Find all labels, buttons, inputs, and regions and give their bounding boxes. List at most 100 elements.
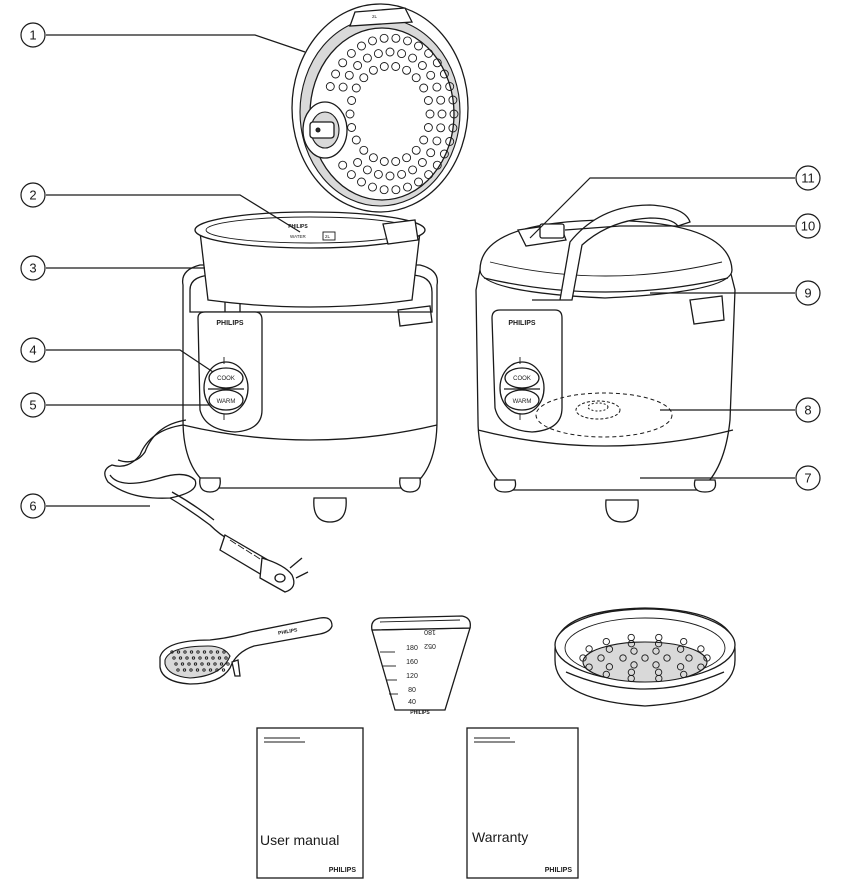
hole bbox=[176, 668, 180, 672]
hole bbox=[213, 662, 217, 666]
hole bbox=[602, 637, 610, 646]
pot-water-label: WATER bbox=[290, 234, 306, 239]
hole bbox=[379, 33, 389, 43]
user-manual-booklet: User manual PHILIPS bbox=[256, 727, 364, 879]
hole bbox=[579, 654, 587, 662]
hole bbox=[368, 153, 378, 163]
lid-open: 2L bbox=[291, 3, 469, 213]
hole bbox=[411, 145, 421, 155]
svg-text:3: 3 bbox=[29, 261, 36, 276]
hole bbox=[680, 637, 688, 646]
hole bbox=[344, 70, 354, 80]
hole bbox=[391, 62, 401, 71]
svg-text:4: 4 bbox=[29, 343, 36, 358]
hole bbox=[215, 650, 220, 654]
svg-text:7: 7 bbox=[804, 471, 811, 486]
hole bbox=[402, 65, 412, 75]
hole bbox=[419, 135, 429, 145]
hole bbox=[209, 650, 213, 654]
hole bbox=[345, 109, 355, 119]
hole bbox=[403, 36, 412, 46]
hole bbox=[338, 160, 348, 170]
hole bbox=[196, 650, 200, 654]
svg-text:9: 9 bbox=[804, 286, 811, 301]
hole bbox=[195, 668, 200, 672]
hole bbox=[605, 663, 614, 671]
cup-mark-180: 180 bbox=[406, 645, 418, 652]
callout-8: 8 bbox=[795, 397, 821, 423]
hole bbox=[439, 69, 449, 79]
hole bbox=[183, 650, 187, 654]
hole bbox=[641, 654, 649, 662]
hole bbox=[357, 41, 366, 51]
hole bbox=[448, 95, 458, 105]
callout-7: 7 bbox=[795, 465, 821, 491]
callout-5: 5 bbox=[20, 392, 46, 418]
hole bbox=[408, 53, 418, 63]
hole bbox=[200, 662, 204, 666]
hole bbox=[198, 656, 202, 660]
hole bbox=[402, 153, 412, 163]
hole bbox=[627, 674, 635, 683]
callout-11: 11 bbox=[795, 165, 821, 191]
hole bbox=[338, 82, 348, 92]
callout-6: 6 bbox=[20, 493, 46, 519]
hole bbox=[189, 650, 194, 654]
hole bbox=[414, 41, 423, 51]
hole bbox=[373, 49, 383, 59]
pot-brand: PHILIPS bbox=[288, 224, 308, 230]
svg-text:1: 1 bbox=[29, 28, 36, 43]
hole bbox=[208, 668, 213, 672]
user-manual-title: User manual bbox=[260, 832, 339, 848]
hole bbox=[597, 654, 605, 662]
warranty-title: Warranty bbox=[472, 829, 528, 845]
hole bbox=[437, 109, 447, 119]
hole bbox=[174, 662, 178, 666]
hole bbox=[368, 65, 378, 75]
hole bbox=[676, 663, 685, 671]
steamer-basket bbox=[554, 607, 736, 707]
hole bbox=[697, 663, 705, 671]
hole bbox=[436, 95, 446, 105]
hole bbox=[347, 123, 357, 132]
hole bbox=[424, 170, 434, 180]
hole bbox=[426, 148, 436, 158]
hole bbox=[385, 47, 395, 57]
hole bbox=[685, 654, 693, 662]
hole bbox=[187, 662, 191, 666]
hole bbox=[359, 145, 369, 155]
hole bbox=[449, 109, 459, 119]
callout-3: 3 bbox=[20, 255, 46, 281]
hole bbox=[424, 48, 434, 58]
hole bbox=[346, 170, 356, 180]
hole bbox=[193, 662, 198, 666]
pot-capacity-label: 2L bbox=[325, 234, 331, 239]
hole bbox=[219, 662, 224, 666]
hole bbox=[182, 668, 187, 672]
hole bbox=[206, 662, 211, 666]
svg-text:5: 5 bbox=[29, 398, 36, 413]
steamer-holes bbox=[579, 633, 711, 683]
hole bbox=[189, 668, 193, 672]
hole bbox=[353, 158, 363, 167]
cup-top-mark-1: 180 bbox=[424, 628, 436, 635]
cup-mark-160: 160 bbox=[406, 659, 418, 666]
hole bbox=[417, 61, 427, 70]
hole bbox=[178, 656, 183, 660]
power-cord bbox=[104, 419, 309, 593]
hole bbox=[630, 661, 638, 669]
hole bbox=[202, 650, 207, 654]
hole bbox=[676, 645, 685, 653]
hole bbox=[655, 674, 663, 683]
cup-mark-40: 40 bbox=[408, 699, 416, 706]
lid-steam-holes bbox=[325, 33, 459, 195]
hole bbox=[605, 645, 614, 653]
hole bbox=[373, 169, 383, 179]
hole bbox=[359, 73, 369, 83]
hole bbox=[338, 58, 348, 68]
hole bbox=[217, 656, 222, 660]
warm-button-label-right: WARM bbox=[513, 399, 532, 405]
hole bbox=[655, 633, 663, 642]
left-control-buttons: COOK WARM bbox=[203, 357, 249, 420]
